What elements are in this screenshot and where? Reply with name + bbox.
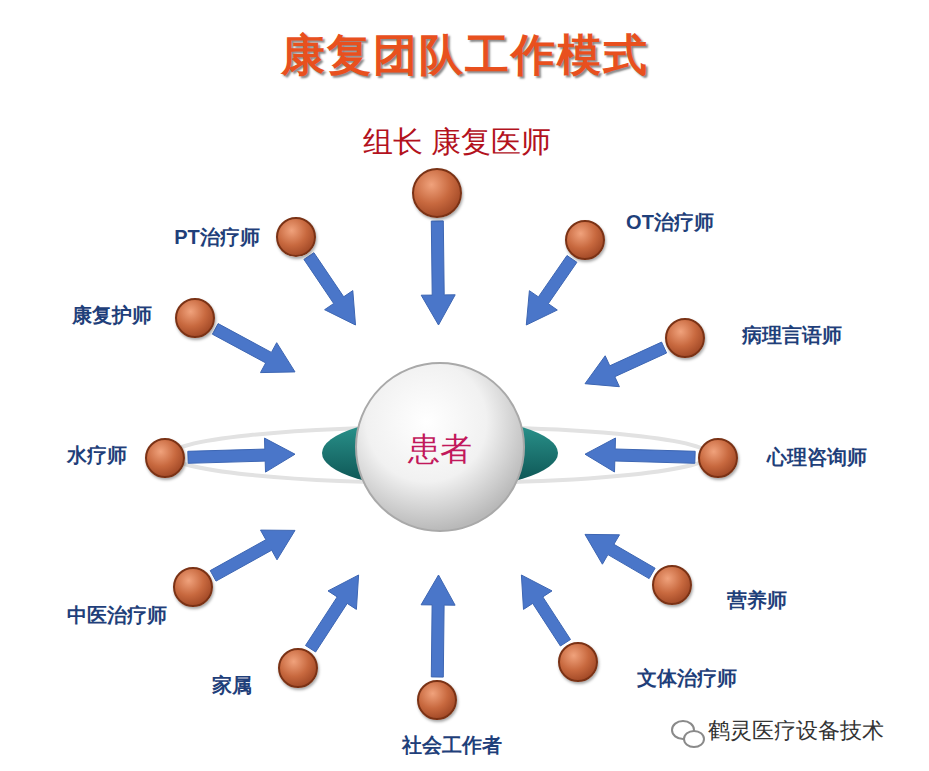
team-member-node: 社会工作者 [417,680,457,720]
team-member-node: 营养师 [652,565,692,605]
team-member-node: PT治疗师 [276,217,316,257]
flow-arrow [188,438,295,472]
team-member-node: 中医治疗师 [173,567,213,607]
role-label: 病理言语师 [742,323,842,347]
flow-arrow [421,575,455,677]
role-label: 家属 [212,673,252,697]
role-label: 文体治疗师 [637,666,737,690]
flow-arrow [526,256,577,326]
flow-arrow [585,534,655,578]
patient-label: 患者 [408,428,472,472]
watermark: 鹤灵医疗设备技术 [708,716,884,746]
diagram-title: 康复团队工作模式 [281,26,649,85]
role-label: 社会工作者 [402,733,502,757]
flow-arrow [306,575,359,652]
wechat-icon [672,721,704,747]
role-label: PT治疗师 [174,225,260,249]
team-member-node: 心理咨询师 [698,438,738,478]
team-member-node: OT治疗师 [565,220,605,260]
flow-arrow [585,342,667,387]
role-label: 营养师 [727,588,787,612]
team-member-node: 病理言语师 [665,318,705,358]
role-label: 康复护师 [72,303,152,327]
flow-arrow [212,324,295,373]
team-member-node: 康复护师 [175,298,215,338]
role-label: 水疗师 [67,443,127,467]
team-member-node: 组长 康复医师 [412,168,462,218]
patient-node: 患者 [295,325,585,575]
role-label: 心理咨询师 [767,445,867,469]
role-label: 中医治疗师 [67,603,167,627]
team-member-node: 文体治疗师 [558,642,598,682]
flow-arrow [585,438,695,472]
flow-arrow [304,253,356,325]
team-member-node: 水疗师 [145,438,185,478]
team-member-node: 家属 [278,648,318,688]
flow-arrow [521,575,570,646]
flow-arrow [421,221,455,325]
flow-arrow [210,530,295,581]
patient-sphere [356,363,524,531]
team-leader-label: 组长 康复医师 [363,124,551,160]
role-label: OT治疗师 [626,210,714,234]
